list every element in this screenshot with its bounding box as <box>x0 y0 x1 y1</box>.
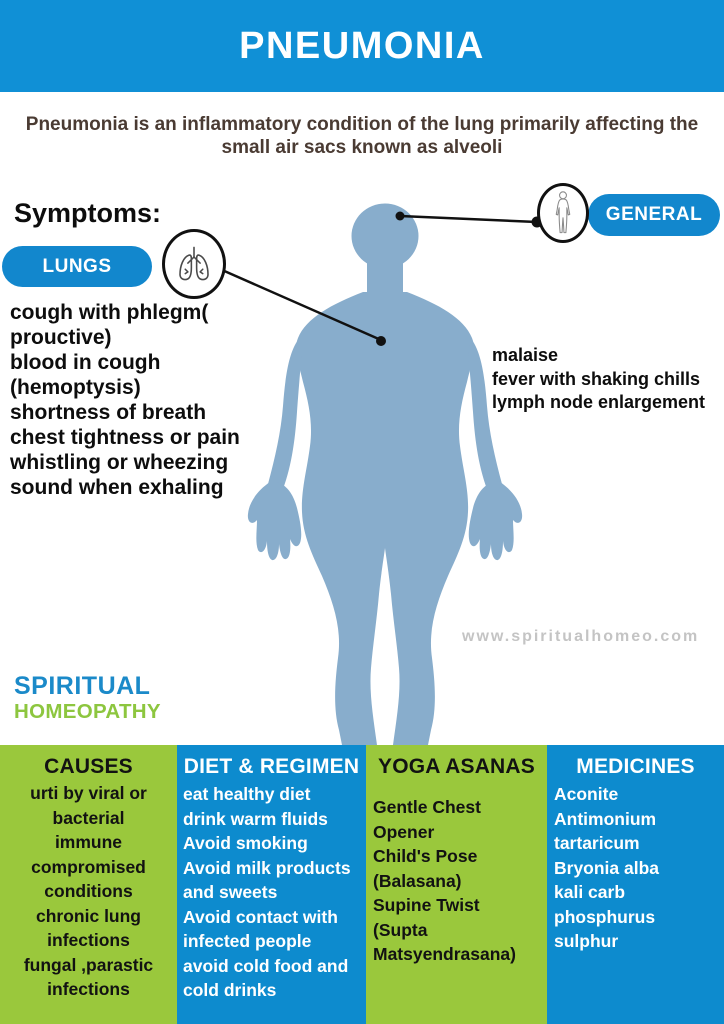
causes-section: CAUSES urti by viral or bacterial immune… <box>0 745 177 1024</box>
diet-regimen-list: eat healthy diet drink warm fluids Avoid… <box>183 784 351 1000</box>
general-badge-label: GENERAL <box>605 204 703 225</box>
general-symptoms-list: malaise fever with shaking chills lymph … <box>492 345 706 412</box>
lungs-badge: LUNGS <box>2 246 152 287</box>
person-icon <box>537 183 589 243</box>
connector-lines <box>212 214 538 342</box>
brand-logo: SPIRITUAL HOMEOPATHY <box>14 674 161 723</box>
yoga-asanas-title: YOGA ASANAS <box>378 755 535 778</box>
medicines-title: MEDICINES <box>576 755 695 778</box>
title-banner: PNEUMONIA <box>0 0 724 92</box>
symptoms-heading: Symptoms: <box>14 198 162 228</box>
yoga-asanas-section: YOGA ASANAS Gentle Chest Opener Child's … <box>366 745 547 1024</box>
diet-regimen-title: DIET & REGIMEN <box>183 755 360 778</box>
causes-list: urti by viral or bacterial immune compro… <box>23 783 154 999</box>
page-title: PNEUMONIA <box>239 24 485 67</box>
logo-spiritual: SPIRITUAL <box>14 672 151 700</box>
watermark-url: www.spiritualhomeo.com <box>462 628 700 645</box>
general-badge: GENERAL <box>588 194 720 236</box>
lungs-badge-label: LUNGS <box>42 255 112 277</box>
medicines-list: Aconite Antimonium tartaricum Bryonia al… <box>554 784 660 951</box>
lungs-icon <box>162 229 226 299</box>
diet-regimen-section: DIET & REGIMEN eat healthy diet drink wa… <box>177 745 366 1024</box>
subtitle-text: Pneumonia is an inflammatory condition o… <box>25 114 699 158</box>
medicines-section: MEDICINES Aconite Antimonium tartaricum … <box>547 745 724 1024</box>
lung-symptoms-list: cough with phlegm( prouctive) blood in c… <box>10 301 240 499</box>
causes-title: CAUSES <box>44 755 133 778</box>
logo-homeopathy: HOMEOPATHY <box>14 700 161 723</box>
yoga-asanas-list: Gentle Chest Opener Child's Pose (Balasa… <box>373 797 516 964</box>
